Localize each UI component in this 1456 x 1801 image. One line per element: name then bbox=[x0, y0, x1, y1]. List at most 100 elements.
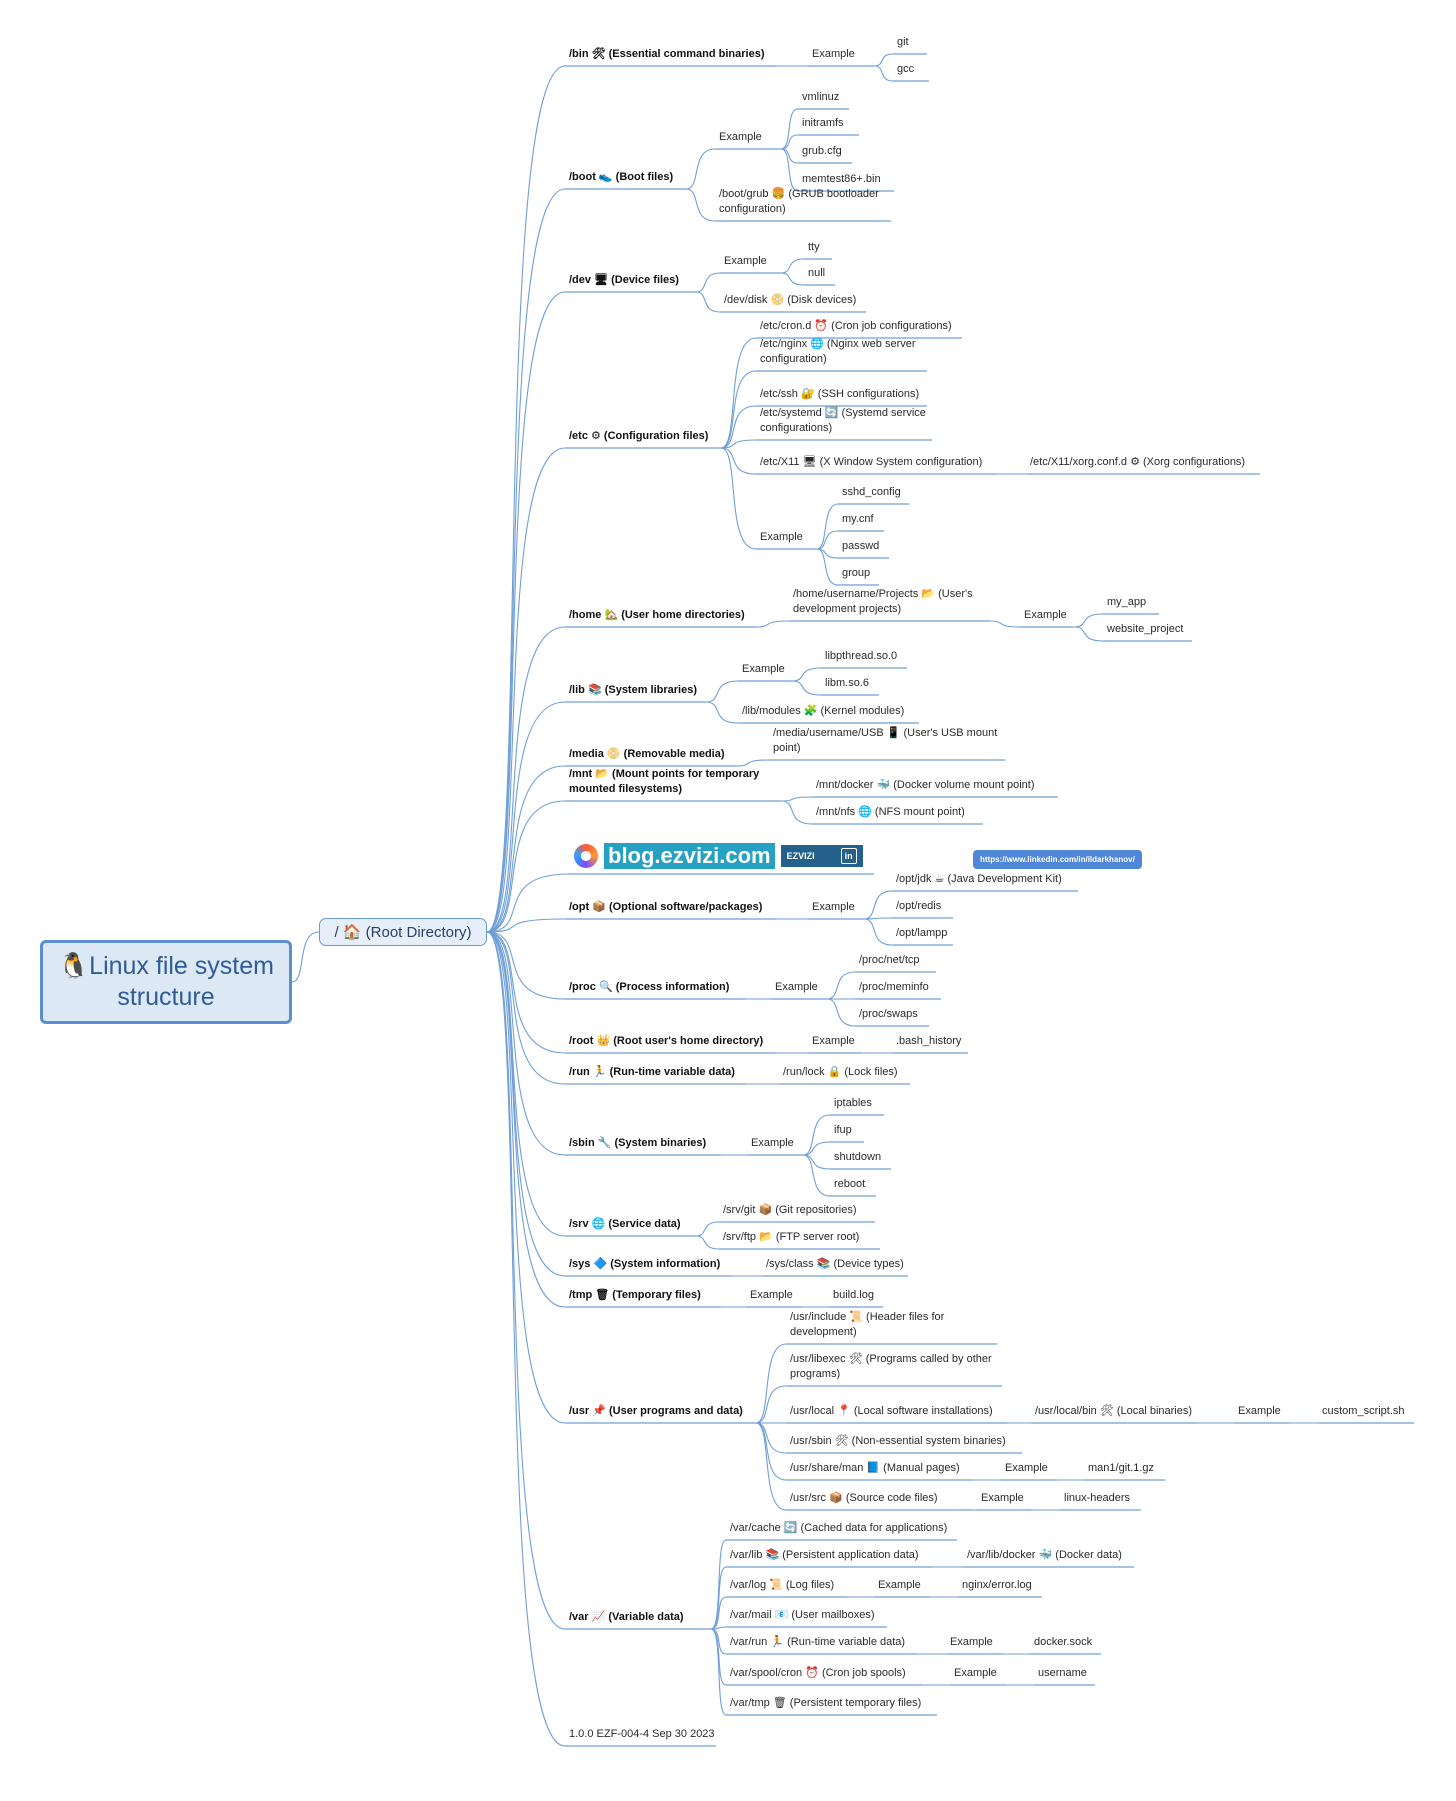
node-devdisk[interactable]: /dev/disk 📀 (Disk devices) bbox=[724, 294, 857, 306]
node-media[interactable]: /media 📀 (Removable media) bbox=[569, 748, 725, 760]
node-varmail[interactable]: /var/mail 📧 (User mailboxes) bbox=[730, 1609, 875, 1621]
node-libexec[interactable]: /usr/libexec 🛠 (Programs called by other… bbox=[790, 1353, 992, 1380]
node-tmp[interactable]: /tmp 🗑 (Temporary files) bbox=[569, 1289, 701, 1301]
node-opt[interactable]: /opt 📦 (Optional software/packages) bbox=[569, 901, 763, 913]
node-group[interactable]: group bbox=[842, 567, 871, 579]
linkedin-link[interactable]: https://www.linkedin.com/in/ildarkhanov/ bbox=[973, 850, 1142, 869]
node-dev-ex[interactable]: Example bbox=[724, 255, 767, 267]
ezvizi-badge[interactable]: EZVIZI in bbox=[780, 845, 863, 867]
node-proc[interactable]: /proc 🔍 (Process information) bbox=[569, 981, 730, 993]
node-libpthread[interactable]: libpthread.so.0 bbox=[825, 650, 898, 662]
node-varlog[interactable]: /var/log 📜 (Log files) bbox=[730, 1579, 835, 1591]
root-directory-node[interactable]: / 🏠 (Root Directory) bbox=[319, 918, 487, 946]
node-sshd[interactable]: sshd_config bbox=[842, 486, 901, 498]
node-bootgrub[interactable]: /boot/grub 🍔 (GRUB bootloader configurat… bbox=[719, 188, 879, 215]
node-xorg[interactable]: /etc/X11/xorg.conf.d ⚙ (Xorg configurati… bbox=[1030, 456, 1246, 468]
node-meminfo[interactable]: /proc/meminfo bbox=[859, 981, 929, 993]
node-src-ex[interactable]: Example bbox=[981, 1492, 1024, 1504]
node-include[interactable]: /usr/include 📜 (Header files for develop… bbox=[790, 1311, 945, 1338]
node-gitgz[interactable]: man1/git.1.gz bbox=[1088, 1462, 1155, 1474]
node-docker[interactable]: /mnt/docker 🐳 (Docker volume mount point… bbox=[816, 779, 1035, 791]
node-usrsbin[interactable]: /usr/sbin 🛠 (Non-essential system binari… bbox=[790, 1435, 1006, 1447]
node-log-ex[interactable]: Example bbox=[878, 1579, 921, 1591]
node-headers[interactable]: linux-headers bbox=[1064, 1492, 1131, 1504]
node-cache[interactable]: /var/cache 🔄 (Cached data for applicatio… bbox=[730, 1522, 948, 1534]
node-nfs[interactable]: /mnt/nfs 🌐 (NFS mount point) bbox=[816, 806, 965, 818]
node-cron[interactable]: /etc/cron.d ⏰ (Cron job configurations) bbox=[760, 320, 952, 332]
node-lampp[interactable]: /opt/lampp bbox=[896, 927, 948, 939]
node-rootd[interactable]: /root 👑 (Root user's home directory) bbox=[569, 1035, 764, 1047]
node-myapp[interactable]: my_app bbox=[1107, 596, 1147, 608]
node-sbin-ex[interactable]: Example bbox=[751, 1137, 794, 1149]
node-website[interactable]: website_project bbox=[1107, 623, 1184, 635]
node-initramfs[interactable]: initramfs bbox=[802, 117, 844, 129]
node-man-ex[interactable]: Example bbox=[1005, 1462, 1048, 1474]
node-reboot[interactable]: reboot bbox=[834, 1178, 866, 1190]
node-shutdown[interactable]: shutdown bbox=[834, 1151, 882, 1163]
node-varlib[interactable]: /var/lib 📚 (Persistent application data) bbox=[730, 1549, 919, 1561]
node-man[interactable]: /usr/share/man 📘 (Manual pages) bbox=[790, 1462, 960, 1474]
node-redis[interactable]: /opt/redis bbox=[896, 900, 942, 912]
node-nginx[interactable]: /etc/nginx 🌐 (Nginx web server configura… bbox=[760, 338, 916, 365]
node-mycnf[interactable]: my.cnf bbox=[842, 513, 874, 525]
node-memtest[interactable]: memtest86+.bin bbox=[802, 173, 881, 185]
node-ssh[interactable]: /etc/ssh 🔐 (SSH configurations) bbox=[760, 388, 920, 400]
node-passwd[interactable]: passwd bbox=[842, 540, 880, 552]
node-local-ex[interactable]: Example bbox=[1238, 1405, 1281, 1417]
node-libm[interactable]: libm.so.6 bbox=[825, 677, 870, 689]
node-version[interactable]: 1.0.0 EZF-004-4 Sep 30 2023 bbox=[569, 1728, 715, 1740]
node-git[interactable]: git bbox=[897, 36, 909, 48]
blog-link[interactable]: blog.ezvizi.com bbox=[604, 843, 775, 869]
node-etc[interactable]: /etc ⚙ (Configuration files) bbox=[569, 430, 709, 442]
node-src[interactable]: /usr/src 📦 (Source code files) bbox=[790, 1492, 938, 1504]
node-proc-ex[interactable]: Example bbox=[775, 981, 818, 993]
node-null[interactable]: null bbox=[808, 267, 826, 279]
node-usb[interactable]: /media/username/USB 📱 (User's USB mount … bbox=[773, 727, 998, 754]
node-lib-ex[interactable]: Example bbox=[742, 663, 785, 675]
node-sys[interactable]: /sys 🔷 (System information) bbox=[569, 1258, 721, 1270]
node-home[interactable]: /home 🏡 (User home directories) bbox=[569, 609, 745, 621]
node-dev[interactable]: /dev 🖥 (Device files) bbox=[569, 274, 679, 286]
node-root-ex[interactable]: Example bbox=[812, 1035, 855, 1047]
node-bin-ex[interactable]: Example bbox=[812, 48, 855, 60]
node-srvftp[interactable]: /srv/ftp 📂 (FTP server root) bbox=[723, 1231, 860, 1243]
node-srvgit[interactable]: /srv/git 📦 (Git repositories) bbox=[723, 1204, 857, 1216]
node-varlibdocker[interactable]: /var/lib/docker 🐳 (Docker data) bbox=[967, 1549, 1122, 1561]
node-runlock[interactable]: /run/lock 🔒 (Lock files) bbox=[783, 1066, 898, 1078]
node-etc-ex[interactable]: Example bbox=[760, 531, 803, 543]
node-grubcfg[interactable]: grub.cfg bbox=[802, 145, 842, 157]
node-run[interactable]: /run 🏃 (Run-time variable data) bbox=[569, 1066, 735, 1078]
node-bash[interactable]: .bash_history bbox=[896, 1035, 962, 1047]
node-tty[interactable]: tty bbox=[808, 241, 820, 253]
node-home-ex[interactable]: Example bbox=[1024, 609, 1067, 621]
node-vartmp[interactable]: /var/tmp 🗑 (Persistent temporary files) bbox=[730, 1697, 922, 1709]
blog-branding[interactable]: blog.ezvizi.com EZVIZI in bbox=[574, 843, 863, 869]
node-sbin[interactable]: /sbin 🔧 (System binaries) bbox=[569, 1137, 707, 1149]
node-localbin[interactable]: /usr/local/bin 🛠 (Local binaries) bbox=[1035, 1405, 1193, 1417]
node-iptables[interactable]: iptables bbox=[834, 1097, 872, 1109]
node-buildlog[interactable]: build.log bbox=[833, 1289, 874, 1301]
node-gcc[interactable]: gcc bbox=[897, 63, 915, 75]
node-spool-ex[interactable]: Example bbox=[954, 1667, 997, 1679]
node-custom[interactable]: custom_script.sh bbox=[1322, 1405, 1405, 1417]
node-vmlinuz[interactable]: vmlinuz bbox=[802, 91, 840, 103]
node-sysclass[interactable]: /sys/class 📚 (Device types) bbox=[766, 1258, 904, 1270]
node-projects[interactable]: /home/username/Projects 📂 (User's develo… bbox=[793, 588, 973, 615]
node-systemd[interactable]: /etc/systemd 🔄 (Systemd service configur… bbox=[760, 407, 926, 434]
node-varrun[interactable]: /var/run 🏃 (Run-time variable data) bbox=[730, 1636, 906, 1648]
node-errorlog[interactable]: nginx/error.log bbox=[962, 1579, 1032, 1591]
node-srv[interactable]: /srv 🌐 (Service data) bbox=[569, 1218, 681, 1230]
node-libmodules[interactable]: /lib/modules 🧩 (Kernel modules) bbox=[742, 705, 905, 717]
node-usr[interactable]: /usr 📌 (User programs and data) bbox=[569, 1405, 743, 1417]
node-opt-ex[interactable]: Example bbox=[812, 901, 855, 913]
node-boot[interactable]: /boot 👟 (Boot files) bbox=[569, 171, 674, 183]
node-var[interactable]: /var 📈 (Variable data) bbox=[569, 1611, 684, 1623]
node-jdk[interactable]: /opt/jdk ☕ (Java Development Kit) bbox=[896, 873, 1062, 885]
node-boot-ex[interactable]: Example bbox=[719, 131, 762, 143]
node-tmp-ex[interactable]: Example bbox=[750, 1289, 793, 1301]
node-dockersock[interactable]: docker.sock bbox=[1034, 1636, 1093, 1648]
node-mnt[interactable]: /mnt 📂 (Mount points for temporary mount… bbox=[569, 768, 760, 795]
node-bin[interactable]: /bin 🛠 (Essential command binaries) bbox=[569, 48, 765, 60]
node-nettcp[interactable]: /proc/net/tcp bbox=[859, 954, 920, 966]
node-lib[interactable]: /lib 📚 (System libraries) bbox=[569, 684, 698, 696]
